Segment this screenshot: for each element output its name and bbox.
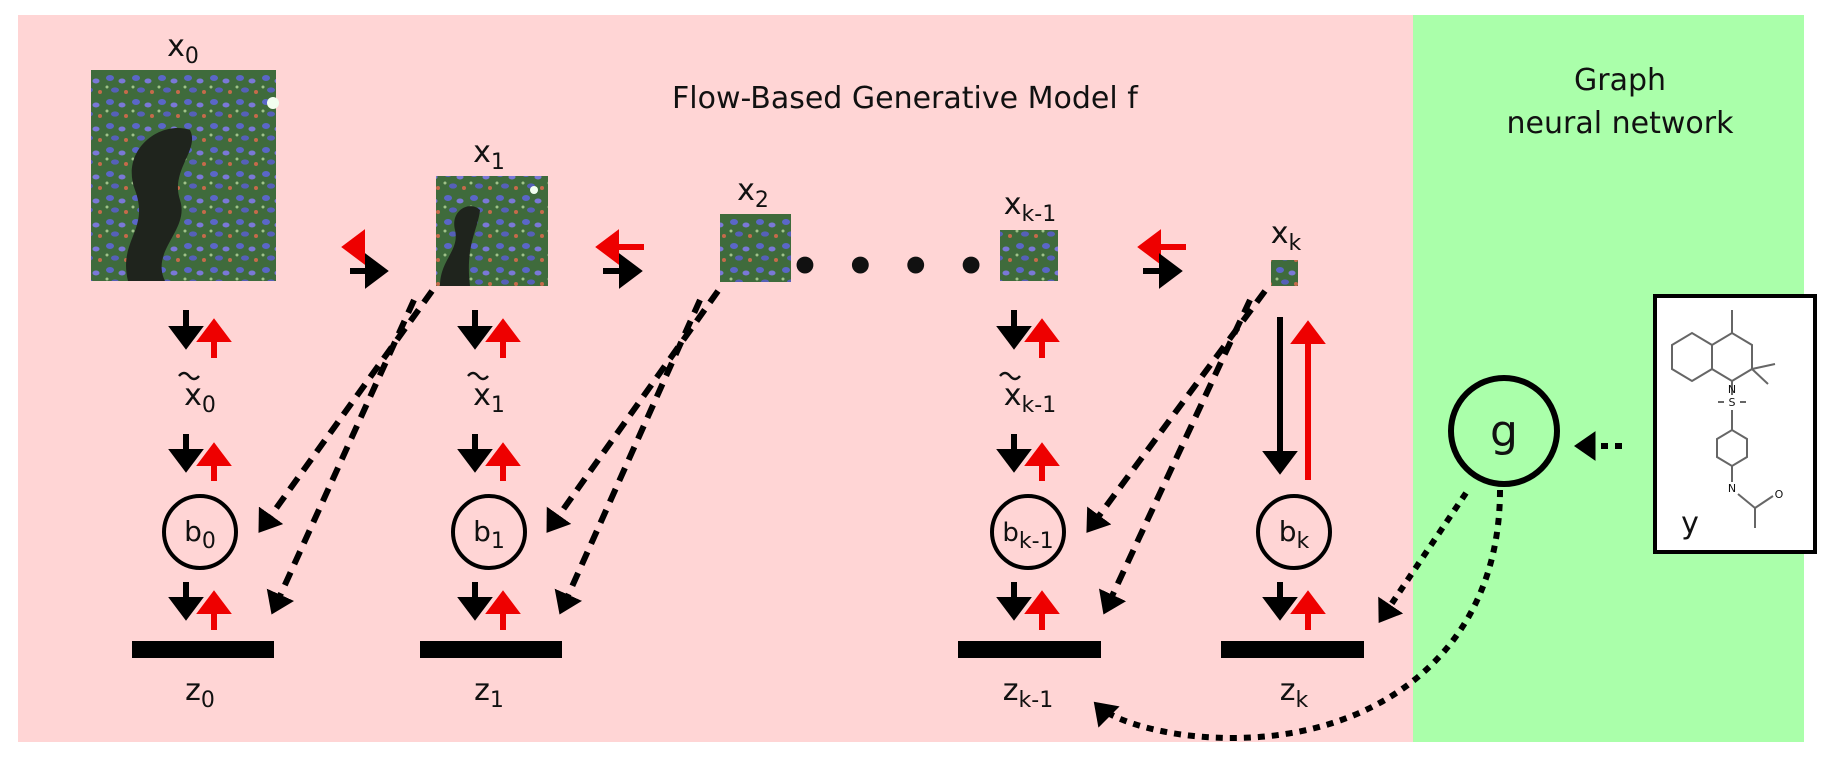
bijection-bk: bk [1256,494,1332,570]
latent-bar-zkm1 [958,641,1101,658]
gnn-title-line1: Graph [1574,63,1666,98]
label-xkm1-tilde: xk-1 [999,371,1056,418]
image-x2 [720,214,791,282]
molecule-y: N S N O y [1653,294,1817,554]
latent-bar-z0 [132,641,274,658]
label-xk: xk [1271,216,1302,256]
image-x0 [91,70,279,281]
svg-text:x1: x1 [473,378,505,418]
gnn-title-line2: neural network [1507,106,1735,141]
flow-model-title: Flow-Based Generative Model f [672,81,1139,116]
image-xk [1271,260,1298,286]
label-x1-tilde: x1 [467,371,505,418]
label-zk: zk [1280,673,1309,713]
svg-text:b0: b0 [184,515,216,554]
svg-text:bk: bk [1279,515,1310,554]
conditioning-arrows [258,289,1268,615]
svg-text:O: O [1775,488,1784,501]
label-xkm1: xk-1 [1004,187,1056,227]
label-x2: x2 [737,173,769,213]
svg-text:x0: x0 [184,378,216,418]
latent-bar-zk [1221,641,1364,658]
ellipsis: • • • • [790,239,991,295]
label-zkm1: zk-1 [1003,673,1053,713]
vertical-arrows [168,310,1326,630]
gnn-dotted-arrows [1093,431,1622,742]
label-z0: z0 [185,673,215,713]
bijection-b0: b0 [162,494,238,570]
horizontal-arrows [341,229,1186,289]
svg-text:bk-1: bk-1 [1002,518,1053,554]
label-x0-tilde: x0 [178,371,216,418]
label-z1: z1 [474,673,504,713]
bijection-b1: b1 [451,494,527,570]
label-x1: x1 [473,135,505,175]
svg-text:N: N [1728,383,1736,396]
svg-text:b1: b1 [473,515,505,554]
label-x0: x0 [167,29,199,69]
gnn-node-g: g [1448,375,1560,487]
svg-text:xk-1: xk-1 [1004,378,1056,418]
svg-text:g: g [1490,406,1518,457]
image-xkm1 [1000,230,1058,281]
bijection-bkm1: bk-1 [990,494,1066,570]
latent-bar-z1 [420,641,562,658]
svg-text:y: y [1681,506,1699,541]
image-x1 [436,176,548,286]
svg-text:S: S [1729,396,1736,409]
svg-text:N: N [1728,482,1736,495]
